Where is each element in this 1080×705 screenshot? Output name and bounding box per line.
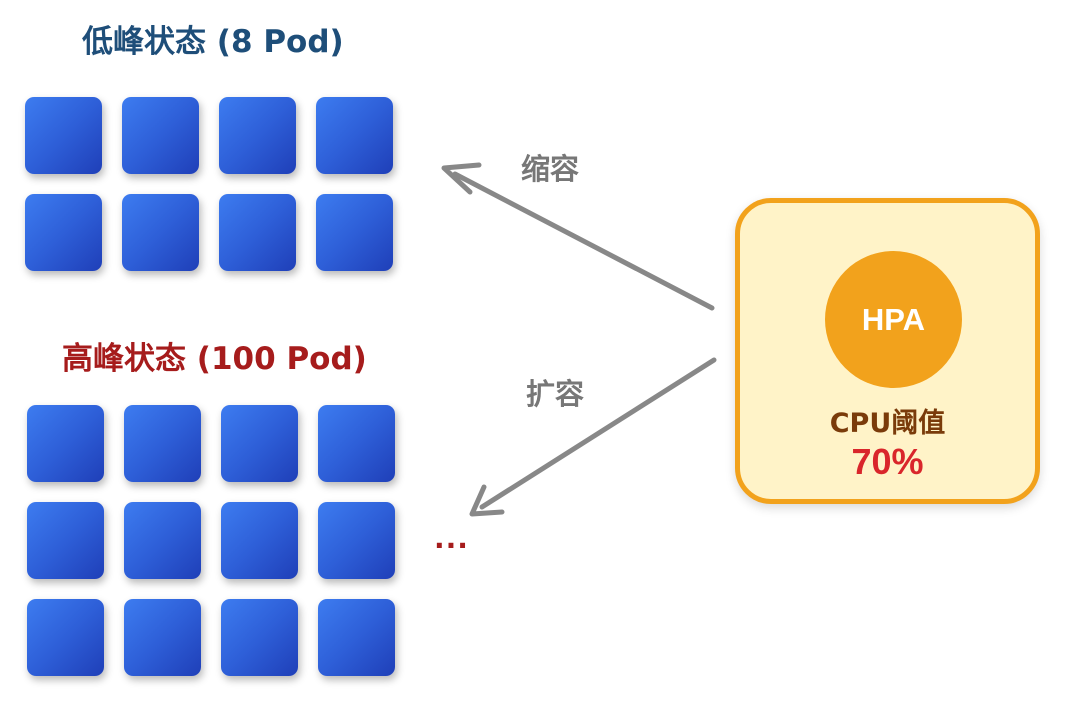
pod-square-icon <box>124 599 201 676</box>
more-pods-ellipsis: ... <box>434 522 469 555</box>
pod-square-icon <box>316 194 393 271</box>
hpa-name: HPA <box>861 301 926 337</box>
pod-square-icon <box>318 405 395 482</box>
pod-square-icon <box>27 405 104 482</box>
pod-square-icon <box>221 599 298 676</box>
cpu-threshold-value: 70% <box>851 441 924 482</box>
pod-square-icon <box>27 502 104 579</box>
high-peak-pod-grid <box>27 405 397 677</box>
scale-down-label: 缩容 <box>521 152 580 186</box>
pod-square-icon <box>25 194 102 271</box>
pod-square-icon <box>122 194 199 271</box>
pod-square-icon <box>124 502 201 579</box>
pod-square-icon <box>27 599 104 676</box>
pod-square-icon <box>219 97 296 174</box>
pod-square-icon <box>318 599 395 676</box>
pod-square-icon <box>122 97 199 174</box>
scale-up-label: 扩容 <box>526 377 585 411</box>
scale-down-arrow <box>441 162 715 311</box>
pod-square-icon <box>25 97 102 174</box>
hpa-panel: HPA CPU阈值 70% <box>735 198 1040 504</box>
low-peak-title: 低峰状态 (8 Pod) <box>82 24 344 60</box>
high-peak-title: 高峰状态 (100 Pod) <box>62 341 367 377</box>
cpu-threshold-label: CPU阈值 <box>829 408 946 439</box>
pod-square-icon <box>221 405 298 482</box>
pod-square-icon <box>219 194 296 271</box>
pod-square-icon <box>316 97 393 174</box>
scale-up-arrow <box>469 357 717 517</box>
pod-square-icon <box>221 502 298 579</box>
hpa-badge: HPA <box>825 251 962 388</box>
pod-square-icon <box>318 502 395 579</box>
low-peak-pod-grid <box>25 97 395 272</box>
pod-square-icon <box>124 405 201 482</box>
